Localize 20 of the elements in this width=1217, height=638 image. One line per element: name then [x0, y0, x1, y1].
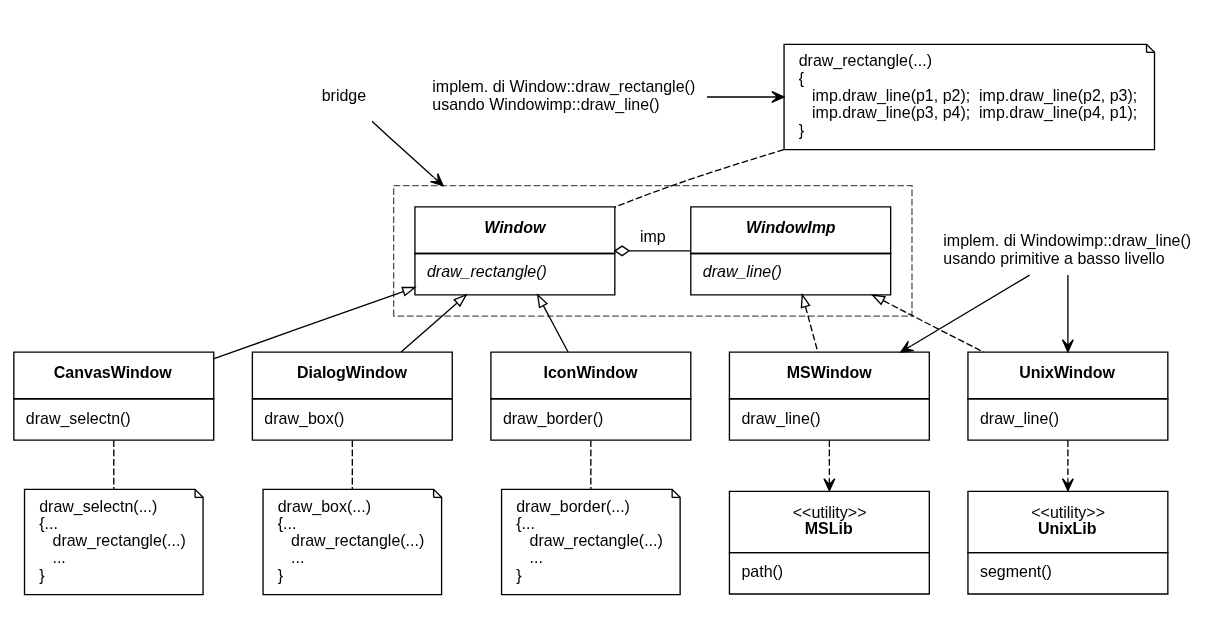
arrow	[213, 286, 417, 359]
arrow	[400, 293, 468, 353]
arrow	[536, 292, 569, 353]
arrow	[870, 293, 985, 353]
connector	[113, 439, 115, 490]
arrow	[823, 439, 836, 491]
node-text: bridge	[321, 86, 367, 104]
arrow	[371, 120, 444, 186]
node-text: implem. di Windowimp::draw_line() usando primitive a basso livello	[943, 231, 1192, 267]
connector	[351, 439, 353, 490]
arrow	[1061, 439, 1074, 491]
arrow	[1061, 273, 1074, 352]
connector	[590, 439, 592, 490]
node-text: implem. di Window::draw_rectangle() usando Windowimp::draw_line()	[432, 77, 696, 113]
cluster	[392, 184, 913, 317]
connector	[613, 244, 692, 256]
edge-label: imp	[639, 227, 666, 245]
arrow	[706, 90, 785, 103]
arrow	[900, 273, 1031, 353]
connector	[614, 148, 785, 208]
